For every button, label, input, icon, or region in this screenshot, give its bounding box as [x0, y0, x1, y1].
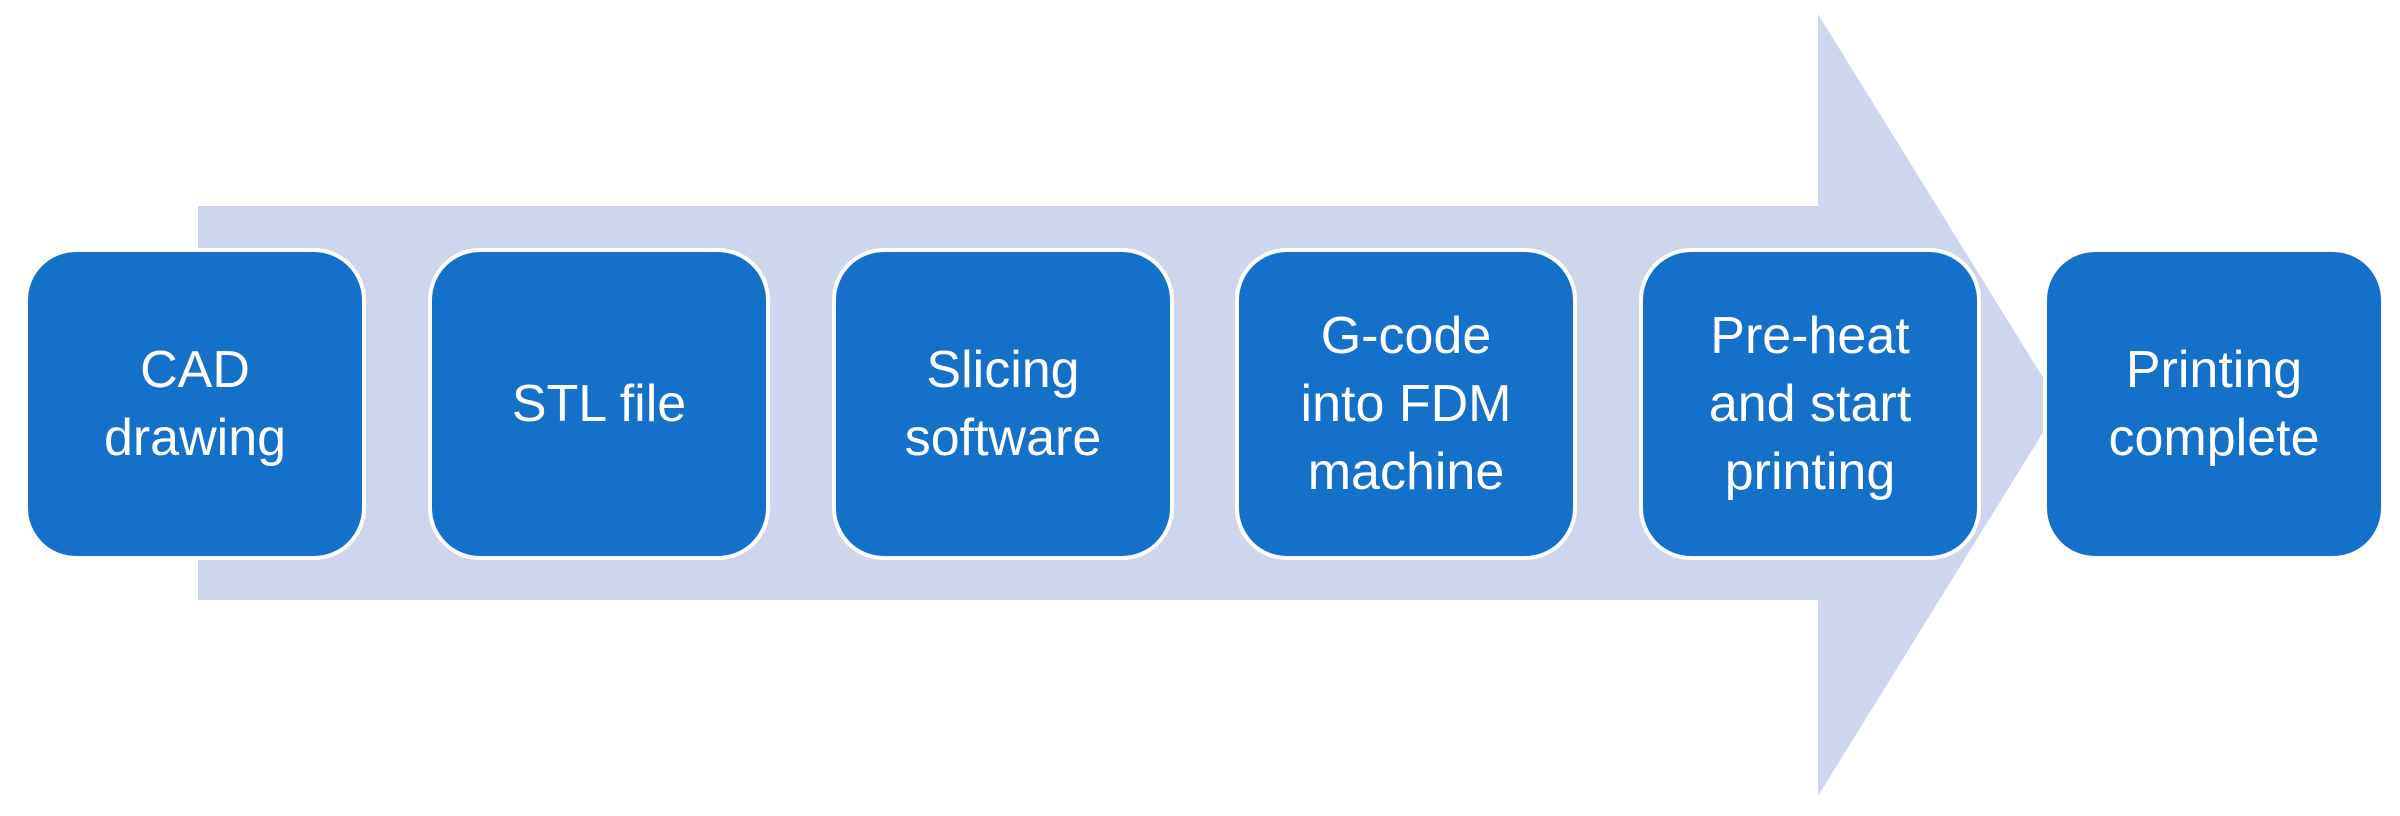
- step-label: STL file: [511, 375, 687, 433]
- step-printing-complete: Printing complete: [2043, 248, 2385, 560]
- step-gcode-into-fdm: G-code into FDM machine: [1235, 248, 1577, 560]
- step-label: G-code into FDM machine: [1300, 307, 1512, 501]
- step-label: Pre-heat and start printing: [1708, 307, 1912, 501]
- step-label: Printing complete: [2108, 341, 2320, 467]
- step-slicing-software: Slicing software: [832, 248, 1174, 560]
- step-preheat-and-start: Pre-heat and start printing: [1639, 248, 1981, 560]
- step-label: Slicing software: [904, 341, 1102, 467]
- step-cad-drawing: CAD drawing: [24, 248, 366, 560]
- step-label: CAD drawing: [103, 341, 287, 467]
- step-stl-file: STL file: [428, 248, 770, 560]
